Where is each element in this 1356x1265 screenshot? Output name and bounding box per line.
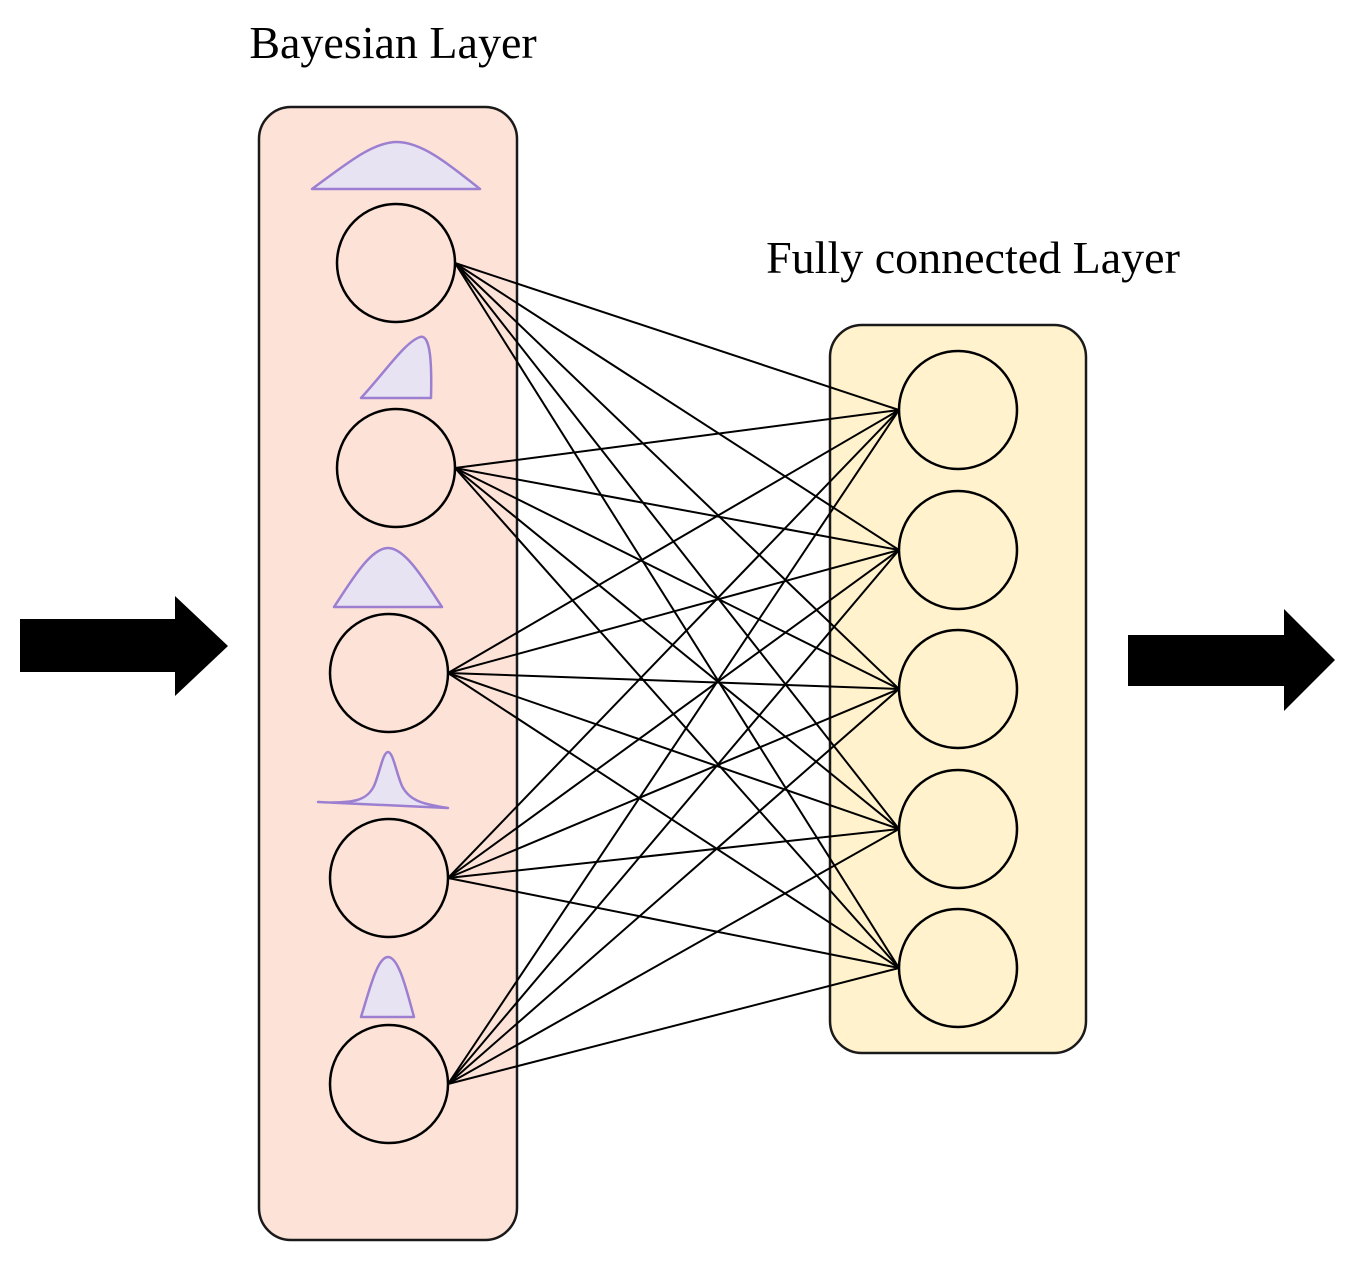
- connection-line: [447, 828, 900, 879]
- fully-connected-neurons: [897, 349, 1019, 1029]
- bayesian-layer-box: [257, 105, 519, 1242]
- distribution-curve-4: [316, 750, 450, 810]
- connection-line: [447, 549, 900, 1085]
- connection-line: [447, 549, 900, 879]
- fc-neuron-5: [897, 907, 1019, 1029]
- connections: [447, 262, 900, 1085]
- connection-line: [447, 409, 900, 879]
- fc-neuron-3: [897, 628, 1019, 750]
- connection-line: [447, 672, 900, 969]
- connection-line: [447, 877, 900, 969]
- connection-line: [447, 672, 900, 690]
- connection-line: [447, 688, 900, 879]
- bayesian-neuron-5: [328, 1023, 450, 1145]
- connection-line: [454, 409, 900, 469]
- connection-line: [447, 409, 900, 674]
- fc-neuron-2: [897, 489, 1019, 611]
- distribution-curve-2: [359, 335, 433, 400]
- connection-line: [447, 549, 900, 674]
- connection-line: [454, 467, 900, 690]
- fully-connected-layer-title: Fully connected Layer: [766, 232, 1180, 283]
- connection-line: [447, 672, 900, 830]
- connection-line: [454, 262, 900, 969]
- bayesian-neurons: [328, 202, 457, 1145]
- connection-line: [454, 262, 900, 830]
- connection-line: [454, 467, 900, 969]
- input-arrow-icon: [20, 596, 228, 696]
- distribution-curve-1: [310, 140, 482, 191]
- fc-neuron-4: [897, 768, 1019, 890]
- fully-connected-layer-box: [828, 323, 1088, 1055]
- bayesian-neuron-3: [328, 612, 450, 734]
- distribution-curve-3: [332, 546, 444, 609]
- connection-line: [447, 409, 900, 1085]
- connection-line: [447, 828, 900, 1085]
- connection-line: [454, 467, 900, 551]
- bayesian-neuron-1: [335, 202, 457, 324]
- bayesian-layer-title: Bayesian Layer: [249, 17, 536, 68]
- connection-line: [447, 967, 900, 1085]
- bayesian-neuron-4: [328, 817, 450, 939]
- connection-line: [454, 262, 900, 690]
- distribution-curve-5: [359, 955, 416, 1019]
- output-arrow-icon: [1128, 609, 1335, 711]
- connection-line: [454, 262, 900, 551]
- weight-distributions: [310, 140, 482, 1019]
- connection-line: [447, 688, 900, 1085]
- connection-line: [454, 262, 900, 411]
- connection-line: [454, 467, 900, 830]
- bayesian-neuron-2: [335, 407, 457, 529]
- fc-neuron-1: [897, 349, 1019, 471]
